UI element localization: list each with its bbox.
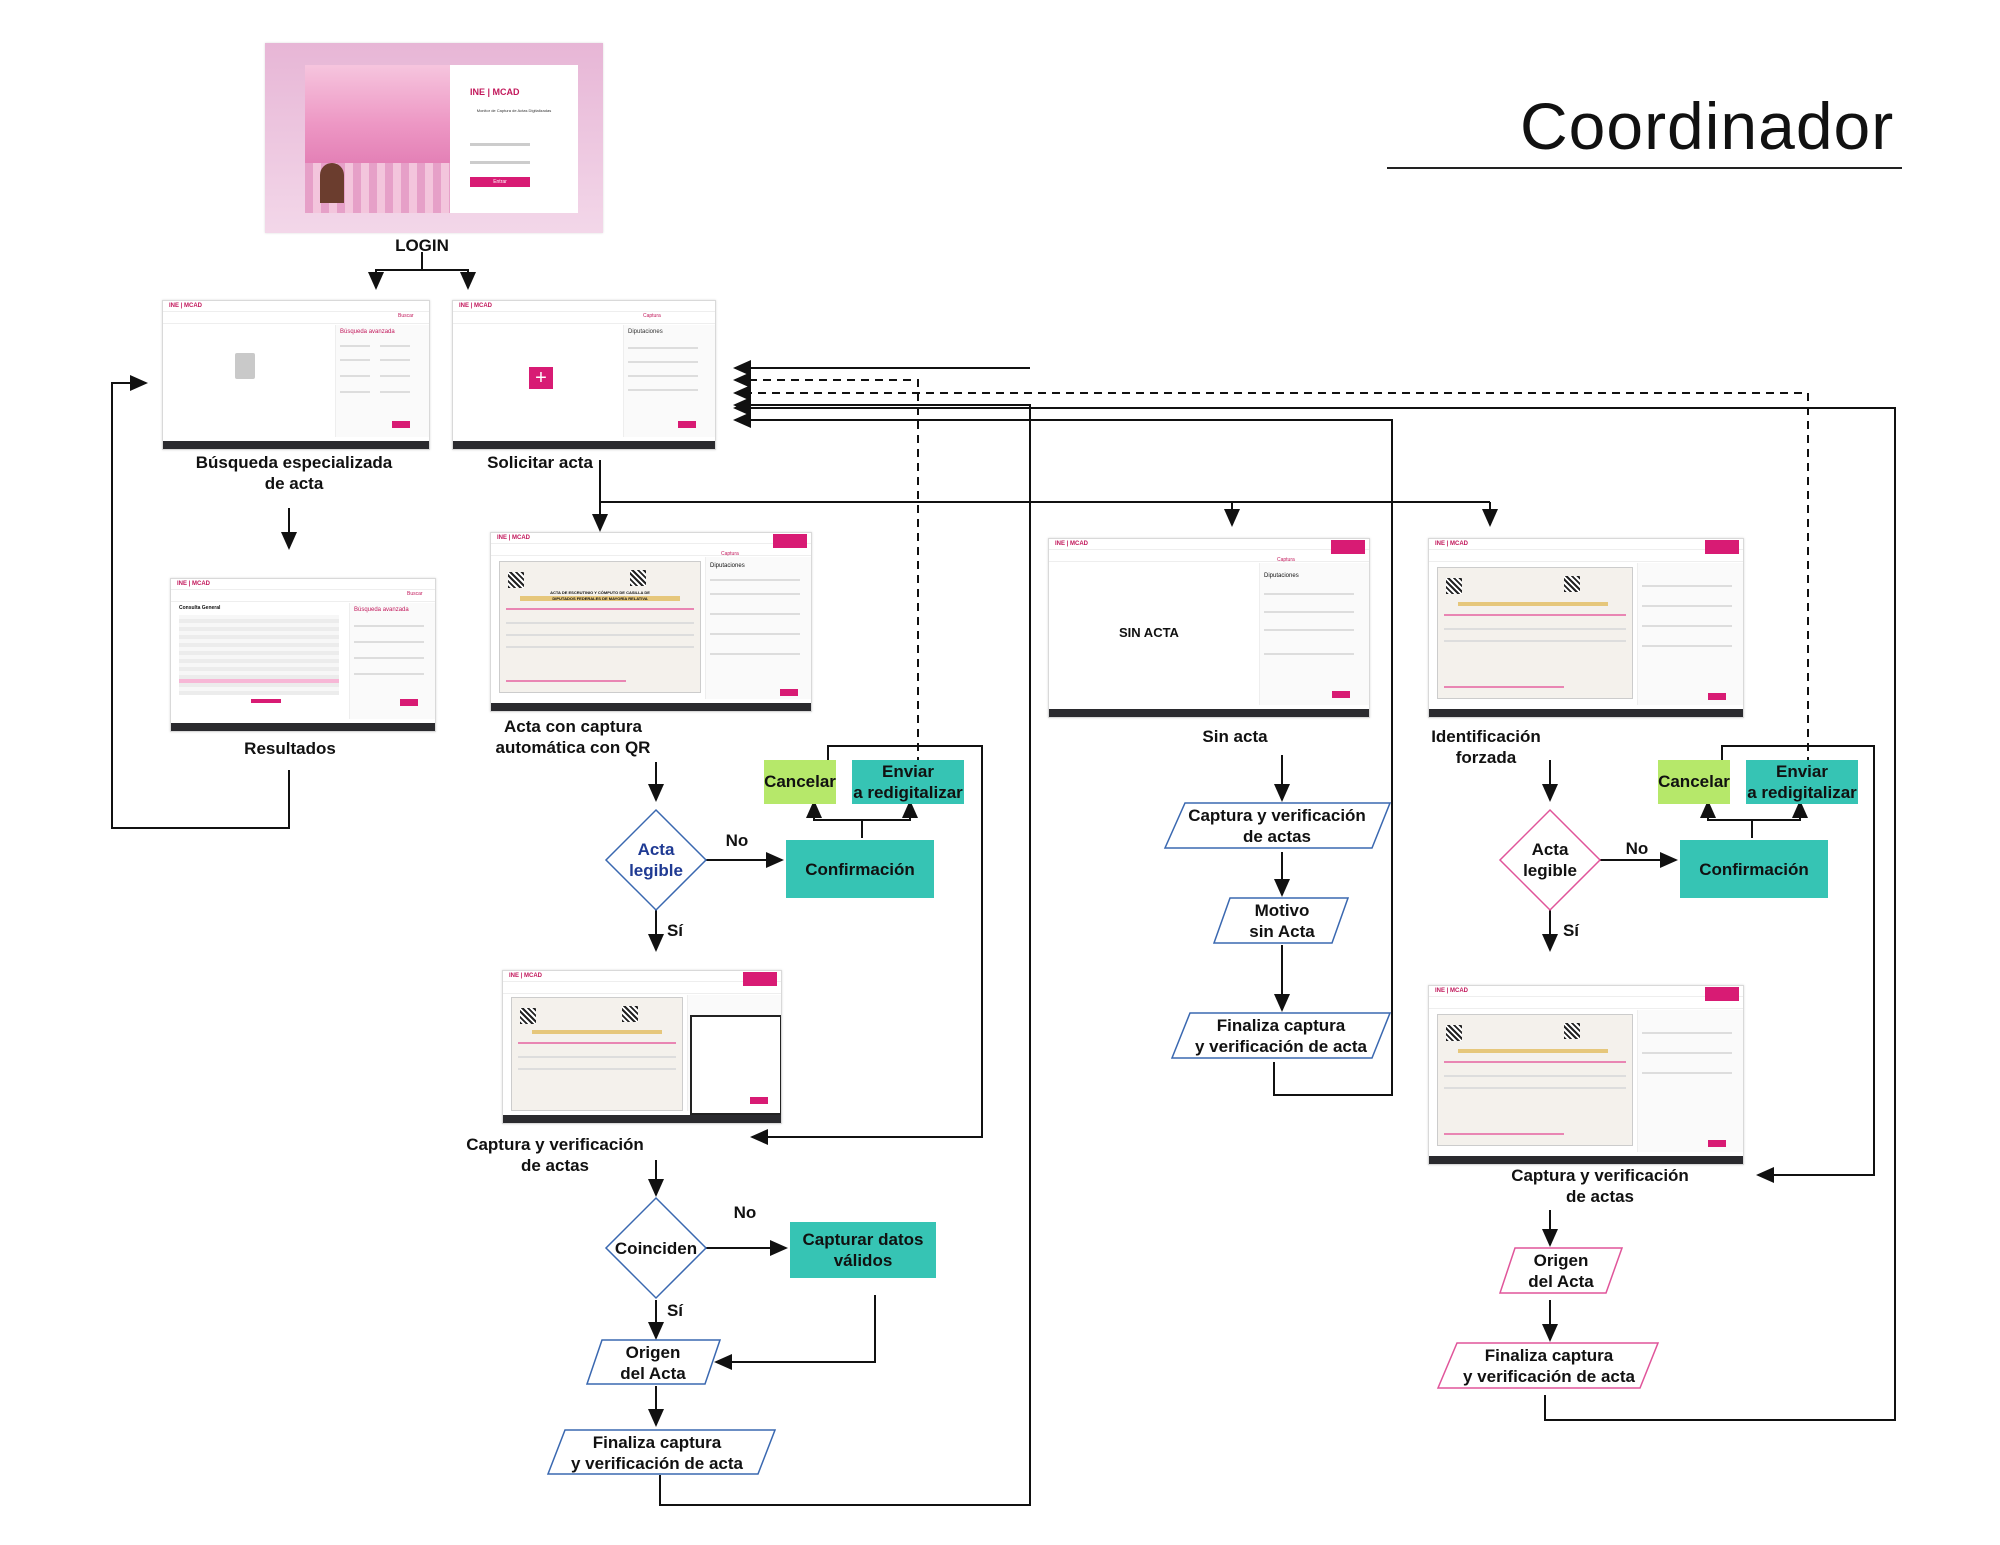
origen-acta-right-shape — [1498, 1247, 1624, 1294]
finaliza-left-shape — [546, 1429, 777, 1475]
solicitar-panel-title: Diputaciones — [628, 329, 663, 335]
sin-acta-tab[interactable]: Captura — [1277, 557, 1295, 563]
cancelar-right-box: Cancelar — [1658, 760, 1730, 804]
no-label-left-2: No — [733, 1203, 757, 1222]
captura1-submit-button[interactable] — [750, 1097, 768, 1104]
login-brand: INE | MCAD — [470, 87, 520, 97]
acta-qr-screen: INE | MCAD ACTA DE ESCRUTINIO Y CÓMPUTO … — [490, 532, 812, 712]
solicitar-submit-button[interactable] — [678, 421, 696, 428]
captura2-screen: INE | MCAD — [1428, 985, 1744, 1165]
resultados-submit-button[interactable] — [400, 699, 418, 706]
results-table — [179, 615, 339, 695]
si-label-left-1: Sí — [666, 921, 684, 940]
finaliza-middle-shape — [1170, 1012, 1392, 1059]
si-label-right: Sí — [1562, 921, 1580, 940]
login-screen: INE | MCAD Monitor de Captura de Actas D… — [265, 43, 603, 233]
captura2-submit-button[interactable] — [1708, 1140, 1726, 1147]
solicitar-screen: INE | MCAD Diputaciones Captura + — [452, 300, 716, 450]
login-user-field[interactable] — [470, 143, 530, 146]
resultados-tab[interactable]: Buscar — [407, 591, 423, 597]
sin-acta-label: Sin acta — [1202, 727, 1268, 746]
cancelar-left-box: Cancelar — [764, 760, 836, 804]
finaliza-right-shape — [1436, 1342, 1660, 1389]
sin-acta-screen: INE | MCAD SIN ACTA Diputaciones Captura — [1048, 538, 1370, 718]
acta-doc-subtitle: DIPUTADOS FEDERALES DE MAYORÍA RELATIVA — [520, 596, 680, 601]
busqueda-panel-title: Búsqueda avanzada — [340, 329, 395, 335]
resultados-label: Resultados — [244, 739, 336, 758]
decision-coinciden — [604, 1196, 708, 1300]
solicitar-label: Solicitar acta — [487, 453, 593, 472]
resultados-screen: INE | MCAD Consulta General Búsqueda ava… — [170, 578, 436, 732]
document-search-icon — [235, 353, 255, 379]
identificacion-submit-button[interactable] — [1708, 693, 1726, 700]
motivo-sin-acta-shape — [1212, 897, 1350, 944]
captura-middle-shape — [1163, 802, 1392, 849]
add-acta-plus-icon[interactable]: + — [529, 367, 553, 389]
coinciden-text: Coinciden — [614, 1239, 698, 1258]
pagination[interactable] — [251, 699, 281, 703]
acta-qr-tab[interactable]: Captura — [721, 551, 739, 557]
origen-acta-left-shape — [585, 1339, 722, 1385]
decision-acta-legible-right — [1498, 808, 1602, 912]
login-label: LOGIN — [395, 236, 449, 255]
acta-qr-submit-button[interactable] — [780, 689, 798, 696]
acta-qr-panel-title: Diputaciones — [710, 563, 745, 569]
busqueda-screen: INE | MCAD Búsqueda avanzada Buscar — [162, 300, 430, 450]
resultados-panel-title: Búsqueda avanzada — [354, 607, 409, 613]
acta-doc-title: ACTA DE ESCRUTINIO Y CÓMPUTO DE CASILLA … — [550, 590, 650, 595]
busqueda-submit-button[interactable] — [392, 421, 410, 428]
confirmacion-right-box: Confirmación — [1680, 840, 1828, 898]
resultados-table-title: Consulta General — [179, 605, 221, 611]
login-password-field[interactable] — [470, 161, 530, 164]
si-label-left-2: Sí — [666, 1301, 684, 1320]
confirmacion-left-box: Confirmación — [786, 840, 934, 898]
login-subtitle: Monitor de Captura de Actas Digitalizada… — [476, 108, 552, 113]
no-label-right: No — [1625, 839, 1649, 858]
login-submit-button[interactable]: Entrar — [470, 177, 530, 187]
identificacion-screen: INE | MCAD — [1428, 538, 1744, 718]
solicitar-tab[interactable]: Captura — [643, 313, 661, 319]
no-label-left-1: No — [725, 831, 749, 850]
sin-acta-panel-title: Diputaciones — [1264, 573, 1299, 579]
captura1-screen: INE | MCAD — [502, 970, 782, 1124]
sin-acta-screen-text: SIN ACTA — [1119, 625, 1179, 640]
sin-acta-submit-button[interactable] — [1332, 691, 1350, 698]
page-title: Coordinador — [1520, 89, 1895, 163]
decision-acta-legible-left — [604, 808, 708, 912]
busqueda-tab[interactable]: Buscar — [398, 313, 414, 319]
title-underline — [1387, 167, 1902, 169]
acta-document: ACTA DE ESCRUTINIO Y CÓMPUTO DE CASILLA … — [499, 561, 701, 693]
